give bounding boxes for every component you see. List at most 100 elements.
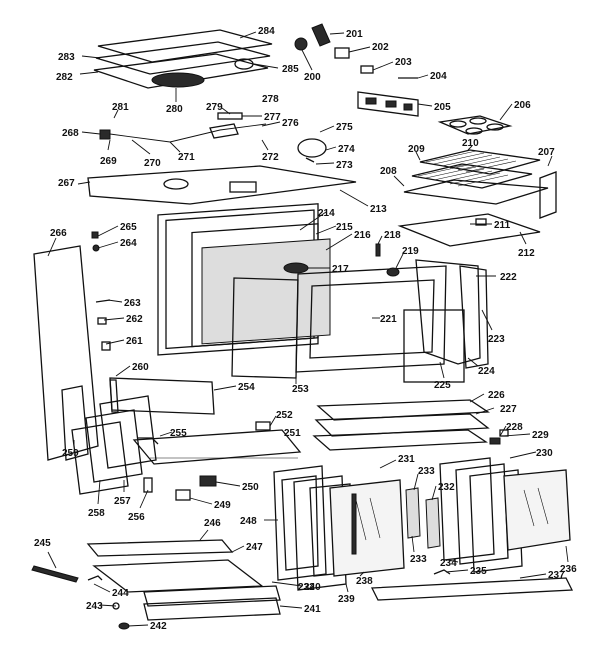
callout-207: 207: [538, 147, 555, 158]
callout-255: 255: [170, 428, 187, 439]
callout-211: 211: [494, 220, 511, 231]
callout-232: 232: [438, 482, 455, 493]
hinge-parts: [91, 231, 111, 351]
part-217: [283, 262, 309, 274]
callout-214: 214: [318, 208, 335, 219]
callout-258: 258: [88, 508, 105, 519]
part-228: [489, 437, 501, 445]
cooktop-layers: [93, 29, 273, 89]
callout-253: 253: [292, 384, 309, 395]
callout-247: 247: [246, 542, 263, 553]
callout-250: 250: [242, 482, 259, 493]
callout-284: 284: [258, 26, 275, 37]
callout-243: 243: [86, 601, 103, 612]
part-245: [31, 565, 79, 583]
callout-240: 240: [304, 582, 321, 593]
callout-263: 263: [124, 298, 141, 309]
part-244: [87, 575, 103, 581]
callout-223: 223: [488, 334, 505, 345]
leader-lines: [47, 31, 569, 627]
callout-268: 268: [62, 128, 79, 139]
callout-285: 285: [282, 64, 299, 75]
callout-236: 236: [560, 564, 577, 575]
callout-232: 232: [298, 582, 315, 593]
side-panel-222: [403, 259, 489, 383]
callout-249: 249: [214, 500, 231, 511]
right-doors-230-236: [439, 457, 571, 573]
callout-271: 271: [178, 152, 195, 163]
callout-283: 283: [58, 52, 75, 63]
part-218: [375, 243, 381, 257]
callout-276: 276: [282, 118, 299, 129]
callout-278: 278: [262, 94, 279, 105]
drip-pan-212: [397, 213, 541, 247]
callout-239: 239: [338, 594, 355, 605]
callout-275: 275: [336, 122, 353, 133]
part-246: [86, 539, 234, 557]
callout-226: 226: [488, 390, 505, 401]
callout-241: 241: [304, 604, 321, 615]
burner-caps-206: [437, 115, 513, 135]
part-256: [143, 477, 153, 493]
callout-279: 279: [206, 102, 223, 113]
callout-233: 233: [410, 554, 427, 565]
callout-269: 269: [100, 156, 117, 167]
callout-212: 212: [518, 248, 535, 259]
callout-234: 234: [440, 558, 457, 569]
callout-277: 277: [264, 112, 281, 123]
callout-231: 231: [398, 454, 415, 465]
callout-245: 245: [34, 538, 51, 549]
callout-228: 228: [506, 422, 523, 433]
part-233: [405, 487, 421, 539]
callout-209: 209: [408, 144, 425, 155]
callout-213: 213: [370, 204, 387, 215]
callout-227: 227: [500, 404, 517, 415]
part-237: [370, 577, 574, 601]
callout-248: 248: [240, 516, 257, 527]
callout-274: 274: [338, 144, 355, 155]
callout-222: 222: [500, 272, 517, 283]
callout-217: 217: [332, 264, 349, 275]
callout-281: 281: [112, 102, 129, 113]
callout-282: 282: [56, 72, 73, 83]
callout-235: 235: [470, 566, 487, 577]
callout-216: 216: [354, 230, 371, 241]
callout-203: 203: [395, 57, 412, 68]
callout-215: 215: [336, 222, 353, 233]
part-241: [143, 597, 281, 621]
callout-202: 202: [372, 42, 389, 53]
part-249: [175, 489, 191, 501]
callout-200: 200: [304, 72, 321, 83]
part-232: [425, 497, 441, 549]
callout-244: 244: [112, 588, 129, 599]
callout-257: 257: [114, 496, 131, 507]
control-knobs: [294, 23, 418, 79]
callout-273: 273: [336, 160, 353, 171]
door-panels-257-259: [61, 385, 157, 495]
callout-262: 262: [126, 314, 143, 325]
callout-229: 229: [532, 430, 549, 441]
callout-221: 221: [380, 314, 397, 325]
callout-246: 246: [204, 518, 221, 529]
callout-204: 204: [430, 71, 447, 82]
callout-260: 260: [132, 362, 149, 373]
lower-doors-238-248: [273, 465, 405, 591]
control-panel-205: [357, 91, 419, 117]
callout-208: 208: [380, 166, 397, 177]
lower-door-frame-254: [109, 377, 215, 415]
callout-237: 237: [548, 570, 565, 581]
callout-265: 265: [120, 222, 137, 233]
callout-267: 267: [58, 178, 75, 189]
callout-264: 264: [120, 238, 137, 249]
callout-238: 238: [356, 576, 373, 587]
callout-219: 219: [402, 246, 419, 257]
parts-artwork: [31, 23, 574, 630]
callout-206: 206: [514, 100, 531, 111]
part-235: [433, 569, 451, 575]
side-panel-266: [33, 245, 99, 461]
callout-205: 205: [434, 102, 451, 113]
callout-224: 224: [478, 366, 495, 377]
oven-racks: [403, 149, 557, 219]
